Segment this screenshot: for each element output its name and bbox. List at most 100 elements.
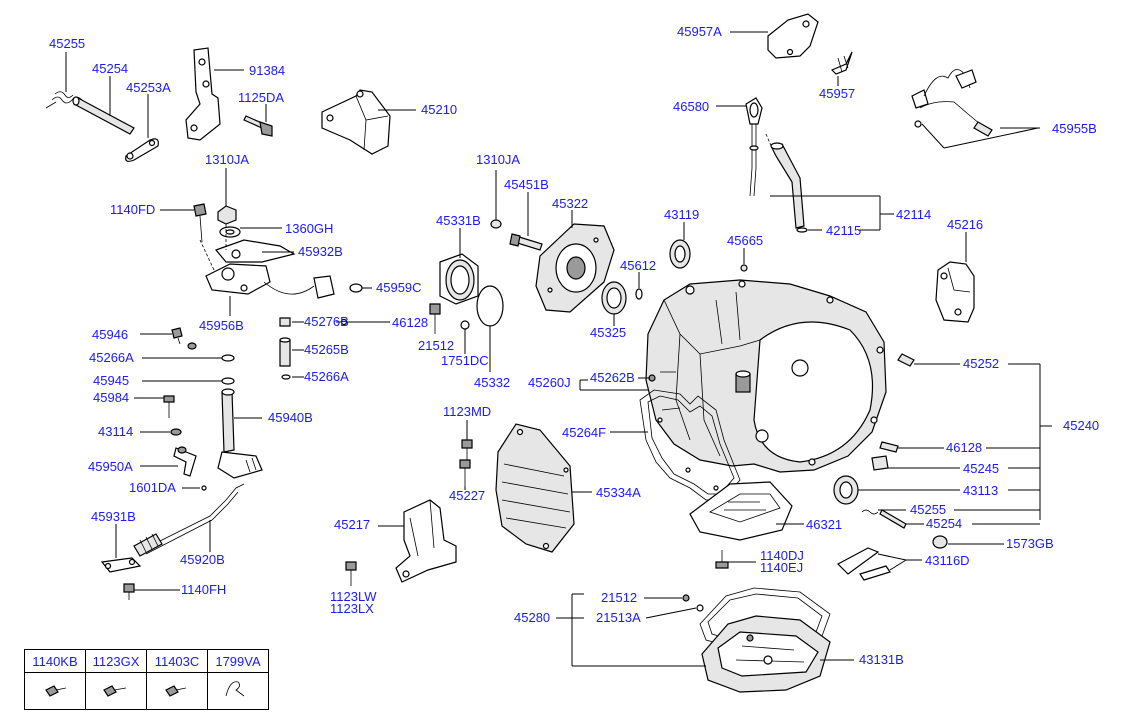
label-42114: 42114 [896, 207, 932, 222]
label-91384: 91384 [249, 63, 286, 78]
label-45950A: 45950A [88, 459, 133, 474]
plug-45276B [279, 317, 291, 327]
label-1573GB: 1573GB [1006, 536, 1054, 551]
label-1140DJ: 1140DJ [760, 548, 804, 563]
label-1310JA: 1310JA [205, 152, 250, 167]
plug-21512 [682, 594, 690, 602]
bolt-21512 [429, 303, 441, 334]
label-45245: 45245 [963, 461, 1000, 476]
label-43113: 43113 [963, 483, 999, 498]
label-45956B: 45956B [199, 318, 244, 333]
label-1140FH: 1140FH [181, 582, 227, 597]
clip-45957 [830, 51, 853, 75]
pin-1601DA [201, 485, 207, 491]
label-43131B: 43131B [859, 652, 904, 667]
oring-45959C [349, 283, 363, 293]
label-45665: 45665 [727, 233, 764, 248]
seal-45325 [601, 281, 627, 315]
label-46321: 46321 [806, 517, 843, 532]
label-45946: 45946 [92, 327, 129, 342]
bracket-45216 [935, 261, 975, 323]
tube-42114 [770, 142, 805, 229]
plug-45665 [740, 264, 748, 272]
label-45332: 45332 [474, 375, 511, 390]
bolt-1125DA [243, 115, 273, 137]
pin-46128 [879, 441, 899, 453]
label-45945: 45945 [93, 373, 130, 388]
label-1125DA: 1125DA [238, 90, 285, 105]
label-43119: 43119 [664, 207, 700, 222]
label-45984: 45984 [93, 390, 130, 405]
plug-45245 [871, 455, 889, 471]
washer-21513A [696, 604, 704, 612]
label-45334A: 45334A [596, 485, 641, 500]
ring-1751DC [460, 320, 470, 330]
label-45240: 45240 [1063, 418, 1100, 433]
legend-header: 11403C [146, 649, 208, 673]
label-46128-b: 46128 [946, 440, 983, 455]
label-1123LX: 1123LX [330, 601, 374, 616]
label-45957A: 45957A [677, 24, 722, 39]
legend-icon-cell [146, 672, 208, 710]
label-43114: 43114 [98, 424, 134, 439]
bolt-45451B [509, 233, 543, 251]
oring-45266A [221, 354, 235, 362]
rod-45920B [133, 483, 245, 557]
label-21513A: 21513A [596, 610, 641, 625]
bracket-45217 [395, 499, 457, 583]
label-45260J: 45260J [528, 375, 571, 390]
label-1123LW: 1123LW [330, 589, 377, 604]
oring-45266A-b [281, 374, 291, 380]
bolt-1123LW [345, 561, 357, 586]
label-45264F: 45264F [562, 425, 607, 440]
label-45255-b: 45255 [910, 502, 947, 517]
washer-1360GH [219, 226, 241, 238]
label-45217: 45217 [334, 517, 371, 532]
legend-icon-cell [207, 672, 269, 710]
label-45253A: 45253A [126, 80, 171, 95]
label-1360GH: 1360GH [285, 221, 334, 236]
oring-42115 [796, 227, 808, 233]
shaft-45254-b [879, 509, 907, 529]
label-45322: 45322 [552, 196, 589, 211]
label-1140FD: 1140FD [110, 202, 156, 217]
label-45957: 45957 [819, 86, 856, 101]
lever-45932B [214, 239, 296, 263]
fastener-legend-table: 1140KB 1123GX 11403C 1799VA [24, 649, 269, 710]
switch-45956B [205, 263, 335, 299]
label-45227: 45227 [449, 488, 486, 503]
label-45280: 45280 [514, 610, 551, 625]
dipstick-46580 [745, 97, 763, 197]
label-45255: 45255 [49, 36, 86, 51]
label-45265B: 45265B [304, 342, 349, 357]
oring-45612 [635, 288, 643, 300]
label-45276B: 45276B [304, 314, 349, 329]
clip-45950A [173, 446, 197, 477]
label-45252: 45252 [963, 356, 1000, 371]
bracket-43116D [837, 547, 891, 581]
cover-45322 [535, 223, 615, 313]
pin-45252 [897, 353, 915, 367]
legend-icon-cell [24, 672, 86, 710]
label-45210: 45210 [421, 102, 458, 117]
bolt-1140DJ [715, 550, 729, 569]
nut-1310JA-b [490, 219, 502, 229]
bolt-1140FD [193, 203, 207, 243]
spring-45255-b [861, 509, 879, 515]
label-21512: 21512 [418, 338, 455, 353]
label-42115: 42115 [826, 223, 862, 238]
label-45612: 45612 [620, 258, 657, 273]
label-45959C: 45959C [376, 280, 422, 295]
label-45931B: 45931B [91, 509, 136, 524]
label-45266A-b: 45266A [304, 369, 349, 384]
label-45331B: 45331B [436, 213, 481, 228]
label-46128: 46128 [392, 315, 429, 330]
label-45932B: 45932B [298, 244, 343, 259]
bolt-1140FH [123, 583, 135, 600]
harness-45955B [911, 69, 993, 137]
legend-icon-cell [85, 672, 147, 710]
label-21512-b: 21512 [601, 590, 638, 605]
label-45266A: 45266A [89, 350, 134, 365]
